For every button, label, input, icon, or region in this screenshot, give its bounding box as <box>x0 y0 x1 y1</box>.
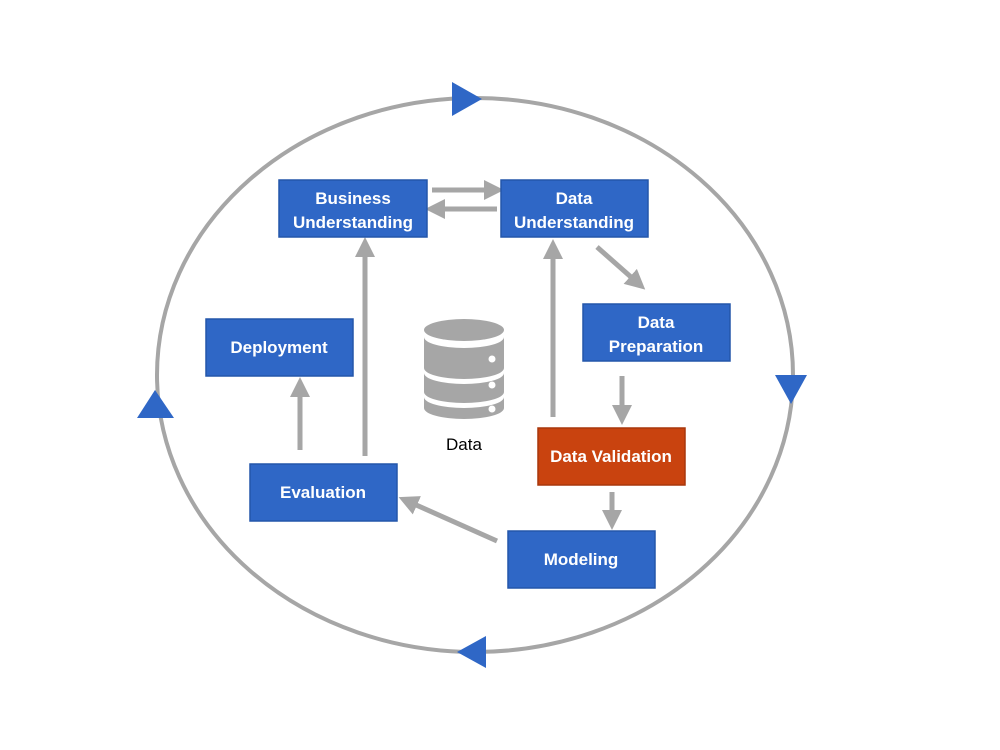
step-business-understanding: Business Understanding <box>278 179 428 238</box>
step-deployment: Deployment <box>205 318 354 377</box>
step-evaluation-label: Evaluation <box>280 483 366 502</box>
step-data-understanding-line2: Understanding <box>514 213 634 232</box>
step-deployment-label: Deployment <box>230 338 328 357</box>
flow-arrows <box>290 180 646 544</box>
step-data-understanding: Data Understanding <box>500 179 649 238</box>
step-data-preparation-line1: Data <box>638 313 675 332</box>
step-modeling: Modeling <box>507 530 656 589</box>
step-data-validation-label: Data Validation <box>550 447 672 466</box>
step-data-preparation-line2: Preparation <box>609 337 703 356</box>
step-business-understanding-line1: Business <box>315 189 391 208</box>
arrow-data-understanding-to-preparation <box>595 245 646 290</box>
step-data-validation: Data Validation <box>537 427 686 486</box>
arrow-modeling-to-evaluation <box>398 496 499 544</box>
step-modeling-label: Modeling <box>544 550 619 569</box>
step-data-understanding-line1: Data <box>556 189 593 208</box>
step-evaluation: Evaluation <box>249 463 398 522</box>
cycle-arrow-bottom-icon <box>457 636 486 668</box>
database-label: Data <box>446 435 482 454</box>
cycle-arrow-right-icon <box>775 375 807 404</box>
database-icon <box>424 319 504 419</box>
cycle-arrow-top-icon <box>452 82 482 116</box>
step-data-preparation: Data Preparation <box>582 303 731 362</box>
step-business-understanding-line2: Understanding <box>293 213 413 232</box>
cycle-arrow-left-icon <box>137 390 174 418</box>
